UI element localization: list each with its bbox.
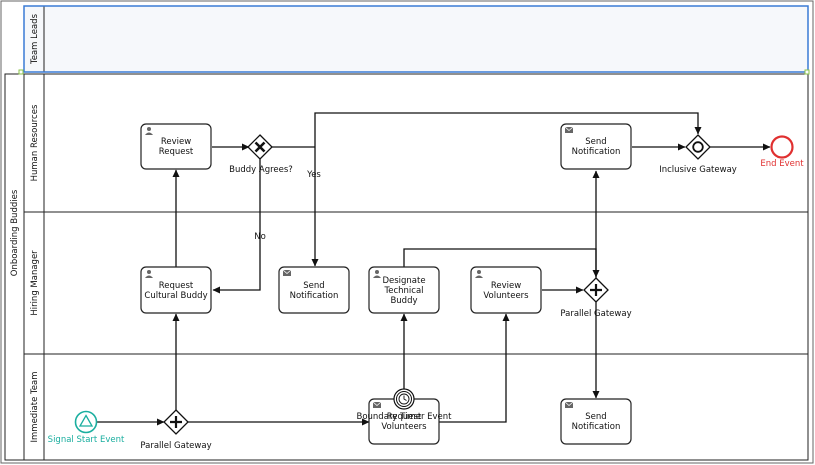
exclusive-gateway-buddy-agrees[interactable] xyxy=(247,134,273,160)
task-label-line: Request xyxy=(159,147,194,157)
task-label-line: Notification xyxy=(572,147,621,157)
selection-outline xyxy=(23,5,809,73)
plus-icon xyxy=(170,416,182,428)
lane-immediate-team[interactable]: Immediate Team xyxy=(30,354,45,460)
task-label-line: Volunteers xyxy=(483,291,529,301)
lane-label: Human Resources xyxy=(30,104,40,181)
task-label-line: Volunteers xyxy=(381,422,427,432)
plus-icon xyxy=(590,284,602,296)
task-label-line: Request xyxy=(387,412,422,422)
lane-team-leads[interactable]: Team Leads xyxy=(23,5,809,73)
task-label-line: Review xyxy=(491,281,521,291)
task-send-notification-hm[interactable]: Send Notification xyxy=(278,266,350,314)
gateway-label: Parallel Gateway xyxy=(560,309,631,319)
lane-label: Team Leads xyxy=(30,13,40,65)
inclusive-gateway[interactable] xyxy=(685,134,711,160)
signal-triangle-icon xyxy=(78,414,94,427)
gateway-label: Buddy Agrees? xyxy=(229,165,293,175)
task-label-line: Cultural Buddy xyxy=(144,291,207,301)
parallel-gateway-immediate-team[interactable] xyxy=(163,409,189,435)
task-label-line: Buddy xyxy=(390,296,417,306)
task-label-line: Technical xyxy=(383,286,423,296)
x-icon xyxy=(254,141,266,153)
task-send-notification-it[interactable]: Send Notification xyxy=(560,398,632,445)
circle-icon xyxy=(692,141,704,153)
task-label-line: Designate xyxy=(382,276,425,286)
envelope-icon xyxy=(282,269,292,276)
lane-hiring-manager[interactable]: Hiring Manager xyxy=(30,212,45,354)
task-label-line: Request xyxy=(159,281,194,291)
timer-event-label: Boundary Timer Event xyxy=(357,412,453,422)
task-label-line: Notification xyxy=(572,422,621,432)
parallel-gateway-hiring-manager[interactable] xyxy=(583,277,609,303)
envelope-icon xyxy=(564,401,574,408)
task-label-line: Notification xyxy=(290,291,339,301)
envelope-icon xyxy=(372,401,382,408)
gateway-label: Inclusive Gateway xyxy=(659,165,737,175)
selection-handles[interactable] xyxy=(18,69,810,75)
flow-volunteers-to-review[interactable] xyxy=(439,313,510,423)
user-icon xyxy=(145,127,153,135)
lane-label: Hiring Manager xyxy=(30,250,40,316)
task-review-request[interactable]: Review Request xyxy=(140,123,212,170)
gateway-label: Parallel Gateway xyxy=(140,441,211,451)
start-event-label: Signal Start Event xyxy=(48,435,125,445)
lane-label: Immediate Team xyxy=(30,372,40,443)
envelope-icon xyxy=(564,126,574,133)
task-label-line: Review xyxy=(161,137,191,147)
task-label-line: Send xyxy=(303,281,324,291)
pool[interactable]: Onboarding Buddies xyxy=(4,73,809,461)
sequence-flows xyxy=(97,112,771,426)
boundary-timer-event[interactable] xyxy=(393,388,415,410)
task-label-line: Send xyxy=(585,412,606,422)
end-event[interactable] xyxy=(770,135,794,159)
clock-icon xyxy=(398,393,410,405)
signal-start-event[interactable] xyxy=(74,410,98,434)
task-review-volunteers[interactable]: Review Volunteers xyxy=(470,266,542,314)
user-icon xyxy=(475,270,483,278)
task-send-notification-hr[interactable]: Send Notification xyxy=(560,123,632,170)
task-label-line: Send xyxy=(585,137,606,147)
user-icon xyxy=(373,270,381,278)
flow-no-to-cultural-buddy[interactable] xyxy=(212,159,261,294)
flow-label-yes: Yes xyxy=(306,170,321,180)
flow-yes-to-inclusive[interactable] xyxy=(314,112,702,147)
end-event-label: End Event xyxy=(760,159,804,169)
user-icon xyxy=(145,270,153,278)
task-request-cultural-buddy[interactable]: Request Cultural Buddy xyxy=(140,266,212,314)
pool-label: Onboarding Buddies xyxy=(10,189,20,276)
flow-label-no: No xyxy=(254,232,266,242)
lane-human-resources[interactable]: Human Resources xyxy=(30,74,45,212)
task-designate-technical-buddy[interactable]: Designate Technical Buddy xyxy=(368,266,440,314)
